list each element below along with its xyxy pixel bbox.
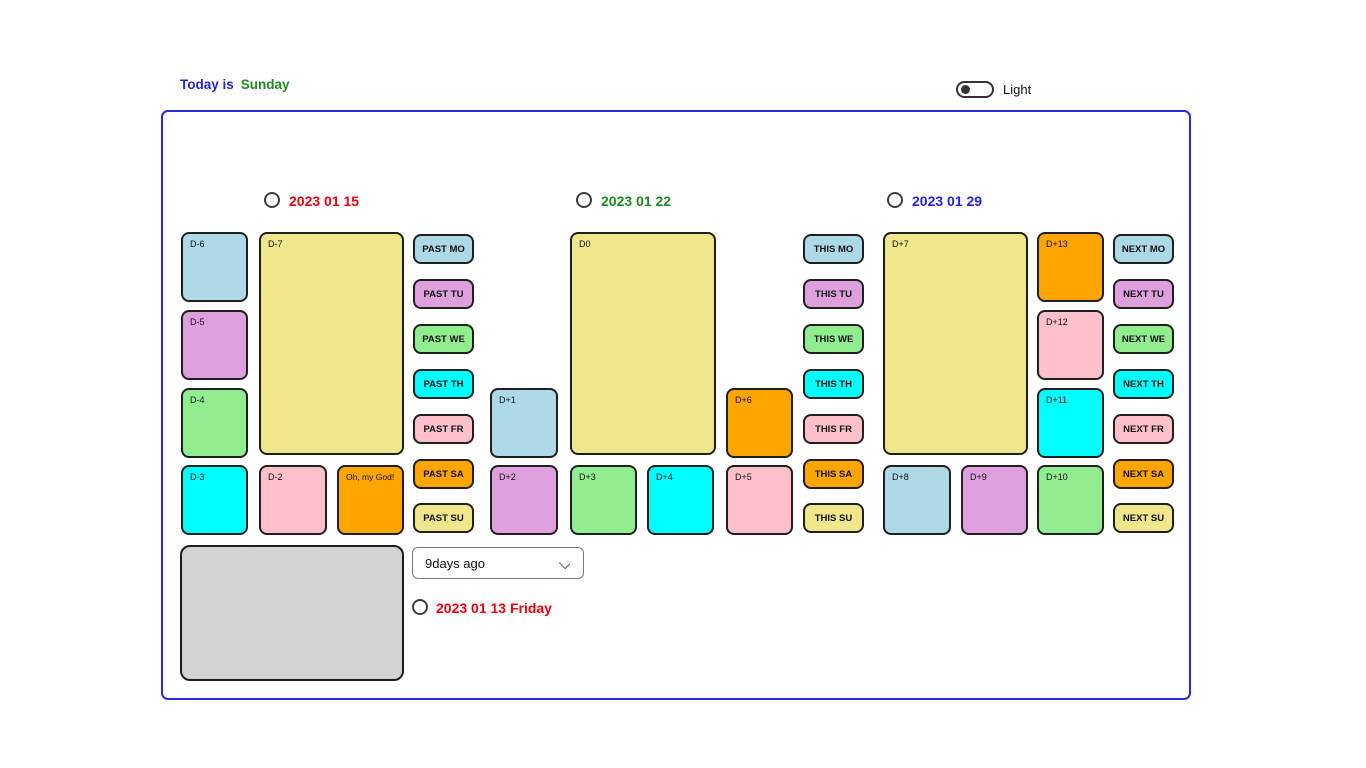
day-box-label: D-2	[268, 472, 283, 482]
day-box-d-plus-7[interactable]: D+7	[883, 232, 1028, 455]
day-box-label: D-7	[268, 239, 283, 249]
day-box-d-plus-9[interactable]: D+9	[961, 465, 1028, 535]
day-button-next-sa[interactable]: NEXT SA	[1113, 459, 1174, 489]
day-box-label: D+10	[1046, 472, 1068, 482]
today-day: Sunday	[240, 77, 290, 92]
day-box-d-plus-11[interactable]: D+11	[1037, 388, 1104, 458]
day-box-label: D+6	[735, 395, 752, 405]
day-box-label: D+9	[970, 472, 987, 482]
day-button-past-mo[interactable]: PAST MO	[413, 234, 474, 264]
today-prefix: Today is	[180, 77, 234, 92]
week-date-this: 2023 01 22	[601, 193, 672, 209]
day-button-this-su[interactable]: THIS SU	[803, 503, 864, 533]
day-box-d0[interactable]: D0	[570, 232, 716, 455]
day-button-this-tu[interactable]: THIS TU	[803, 279, 864, 309]
day-box-d-plus-3[interactable]: D+3	[570, 465, 637, 535]
day-button-this-mo[interactable]: THIS MO	[803, 234, 864, 264]
week-radio-2023-01-15[interactable]	[264, 192, 280, 208]
day-box-d-plus-5[interactable]: D+5	[726, 465, 793, 535]
day-button-past-su[interactable]: PAST SU	[413, 503, 474, 533]
day-box-label: D+8	[892, 472, 909, 482]
day-button-this-sa[interactable]: THIS SA	[803, 459, 864, 489]
day-box-d-minus-7[interactable]: D-7	[259, 232, 404, 455]
week-date-past: 2023 01 15	[289, 193, 360, 209]
day-box-label: D+4	[656, 472, 673, 482]
day-button-next-th[interactable]: NEXT TH	[1113, 369, 1174, 399]
day-box-label: D-4	[190, 395, 205, 405]
day-box-d-plus-13[interactable]: D+13	[1037, 232, 1104, 302]
day-button-past-sa[interactable]: PAST SA	[413, 459, 474, 489]
day-box-d-plus-6[interactable]: D+6	[726, 388, 793, 458]
placeholder-panel	[180, 545, 404, 681]
day-box-label: D+1	[499, 395, 516, 405]
theme-toggle-label: Light	[1003, 82, 1032, 97]
toggle-knob-icon	[961, 85, 970, 94]
day-box-label: D0	[579, 239, 591, 249]
day-box-d-plus-1[interactable]: D+1	[490, 388, 558, 458]
days-ago-select[interactable]: 9days ago	[412, 547, 584, 579]
day-box-label: D+5	[735, 472, 752, 482]
week-radio-2023-01-22[interactable]	[576, 192, 592, 208]
day-box-label: D+3	[579, 472, 596, 482]
days-ago-value: 9days ago	[425, 555, 485, 571]
week-date-next: 2023 01 29	[912, 193, 983, 209]
week-radio-2023-01-29[interactable]	[887, 192, 903, 208]
day-box-label: D-5	[190, 317, 205, 327]
day-box-label: D-3	[190, 472, 205, 482]
day-box-d-plus-8[interactable]: D+8	[883, 465, 951, 535]
day-button-past-th[interactable]: PAST TH	[413, 369, 474, 399]
day-box-label: D+7	[892, 239, 909, 249]
chevron-down-icon	[558, 557, 571, 570]
day-box-label: Oh, my God!	[346, 472, 395, 482]
day-box-d-plus-10[interactable]: D+10	[1037, 465, 1104, 535]
day-button-next-tu[interactable]: NEXT TU	[1113, 279, 1174, 309]
day-button-this-fr[interactable]: THIS FR	[803, 414, 864, 444]
day-box-d-plus-4[interactable]: D+4	[647, 465, 714, 535]
day-button-this-th[interactable]: THIS TH	[803, 369, 864, 399]
day-button-next-mo[interactable]: NEXT MO	[1113, 234, 1174, 264]
day-box-d-minus-4[interactable]: D-4	[181, 388, 248, 458]
day-box-d-minus-5[interactable]: D-5	[181, 310, 248, 380]
day-button-past-fr[interactable]: PAST FR	[413, 414, 474, 444]
theme-toggle[interactable]	[956, 81, 994, 98]
day-box-d-plus-2[interactable]: D+2	[490, 465, 558, 535]
day-button-next-fr[interactable]: NEXT FR	[1113, 414, 1174, 444]
today-banner: Today is Sunday	[180, 77, 290, 92]
day-button-past-tu[interactable]: PAST TU	[413, 279, 474, 309]
day-box-oh-my-god[interactable]: Oh, my God!	[337, 465, 404, 535]
day-button-this-we[interactable]: THIS WE	[803, 324, 864, 354]
day-box-label: D-6	[190, 239, 205, 249]
day-box-d-minus-2[interactable]: D-2	[259, 465, 327, 535]
day-box-label: D+11	[1046, 395, 1068, 405]
day-box-d-minus-6[interactable]: D-6	[181, 232, 248, 302]
day-box-label: D+2	[499, 472, 516, 482]
selected-date-label: 2023 01 13 Friday	[436, 600, 552, 616]
day-box-label: D+13	[1046, 239, 1068, 249]
day-box-label: D+12	[1046, 317, 1068, 327]
selected-date-radio[interactable]	[412, 599, 428, 615]
day-box-d-plus-12[interactable]: D+12	[1037, 310, 1104, 380]
day-button-next-su[interactable]: NEXT SU	[1113, 503, 1174, 533]
day-box-d-minus-3[interactable]: D-3	[181, 465, 248, 535]
day-button-past-we[interactable]: PAST WE	[413, 324, 474, 354]
day-button-next-we[interactable]: NEXT WE	[1113, 324, 1174, 354]
